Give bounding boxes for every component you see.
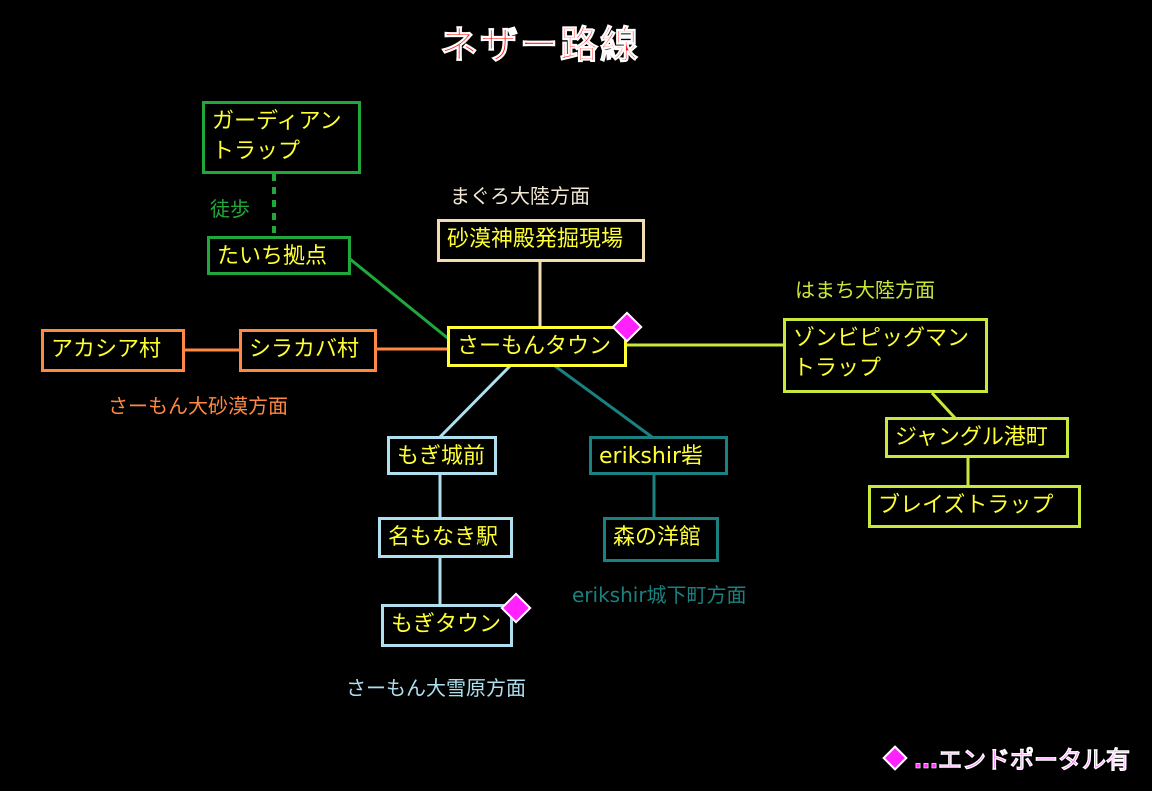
node-nameless-station: 名もなき駅 <box>378 517 513 558</box>
line-salmon-erikshir <box>554 364 653 439</box>
node-salmon-town: さーもんタウン <box>447 326 627 367</box>
node-acacia-village: アカシア村 <box>41 329 185 372</box>
node-mogi-castle-front: もぎ城前 <box>387 436 497 475</box>
region-hamachi: はまち大陸方面 <box>795 278 935 302</box>
node-sand-temple: 砂漠神殿発掘現場 <box>437 219 645 262</box>
end-portal-icon-legend <box>882 744 908 771</box>
node-birch-village: シラカバ村 <box>239 329 377 372</box>
node-guardian-trap: ガーディアン トラップ <box>202 101 361 174</box>
node-taichi-base: たいち拠点 <box>207 236 351 275</box>
legend: …エンドポータル有 <box>882 740 1131 775</box>
region-erikshir-castle: erikshir城下町方面 <box>572 583 747 607</box>
node-zombie-pigman-trap: ゾンビピッグマン トラップ <box>783 318 988 393</box>
node-jungle-port: ジャングル港町 <box>885 417 1069 458</box>
line-salmon-mogi-castle <box>438 364 512 439</box>
node-guardian-trap-line2: トラップ <box>212 139 301 164</box>
line-taichi-salmon <box>344 253 451 342</box>
node-forest-mansion: 森の洋館 <box>603 517 719 562</box>
node-guardian-trap-line1: ガーディアン <box>212 109 342 134</box>
walk-label: 徒歩 <box>210 197 250 221</box>
node-erikshir-fort: erikshir砦 <box>589 436 728 475</box>
node-mogi-town: もぎタウン <box>381 604 513 647</box>
node-zombie-pigman-line1: ゾンビピッグマン <box>793 326 970 351</box>
line-pigman-jungle <box>930 391 957 420</box>
region-maguro: まぐろ大陸方面 <box>450 184 590 208</box>
node-zombie-pigman-line2: トラップ <box>793 356 882 381</box>
region-salmon-snow: さーもん大雪原方面 <box>346 676 526 700</box>
node-blaze-trap: ブレイズトラップ <box>868 485 1081 528</box>
region-salmon-desert: さーもん大砂漠方面 <box>108 394 288 418</box>
legend-text: …エンドポータル有 <box>914 746 1131 775</box>
page-title: ネザー路線 <box>439 23 640 68</box>
